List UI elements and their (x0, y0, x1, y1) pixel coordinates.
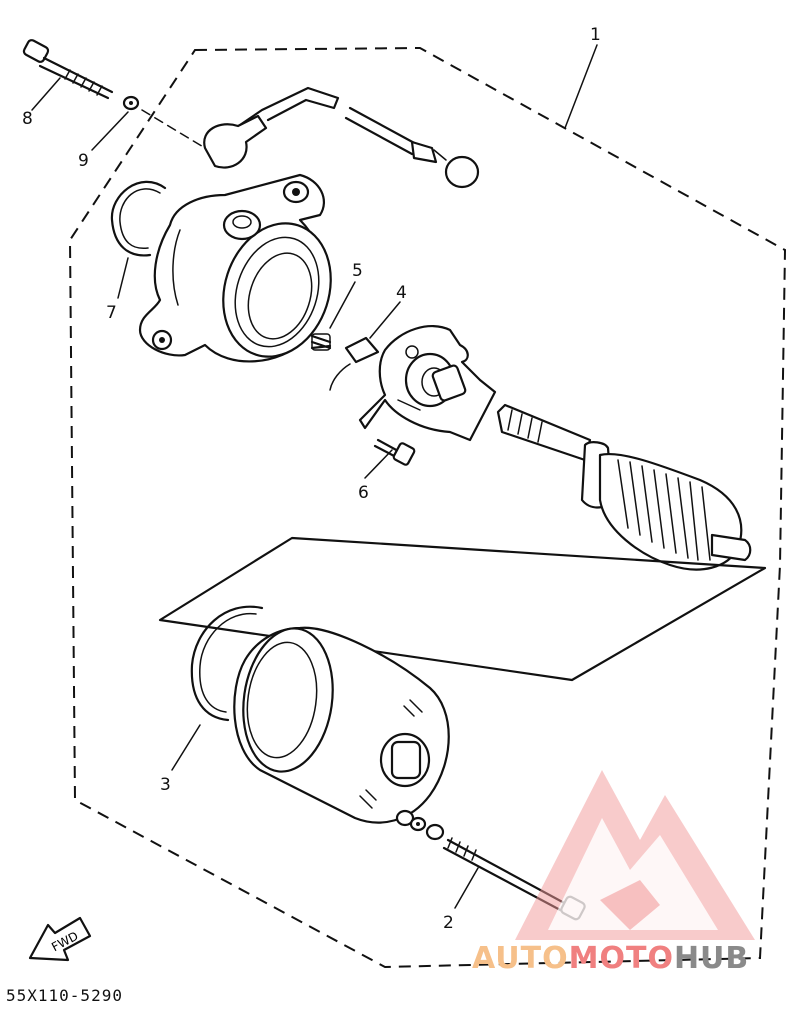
motor-yoke (233, 626, 450, 824)
brush-4 (329, 336, 380, 391)
watermark-logo (515, 770, 755, 940)
leader-2 (454, 867, 479, 909)
callout-8: 8 (22, 109, 33, 129)
leader-6 (364, 449, 393, 479)
callout-5: 5 (352, 261, 363, 281)
bolt-axis-line (141, 109, 206, 149)
brush-holder (358, 325, 497, 442)
leader-1 (564, 44, 598, 129)
assembly-boundary (68, 46, 787, 969)
watermark-part1: AUTO (472, 941, 569, 976)
callout-3: 3 (160, 775, 171, 795)
front-cover (138, 173, 332, 363)
callout-7: 7 (106, 303, 117, 323)
callout-4: 4 (396, 283, 407, 303)
screw-6 (373, 438, 416, 466)
leader-3 (171, 724, 201, 771)
bolt-8 (22, 39, 114, 100)
callout-1: 1 (590, 25, 601, 45)
brush-spring-5 (310, 333, 332, 351)
fwd-arrow: FWD (28, 916, 92, 962)
armature (496, 403, 752, 571)
gasket-outline (158, 536, 767, 682)
leader-8 (31, 77, 61, 111)
watermark-part2: MOTO (569, 941, 674, 976)
callout-9: 9 (78, 151, 89, 171)
lead-wire (203, 86, 480, 189)
leader-5 (329, 281, 356, 329)
callout-6: 6 (358, 483, 369, 503)
o-ring-7 (110, 180, 167, 257)
watermark-part3: HUB (674, 941, 749, 976)
diagram-code: 55X110-5290 (6, 986, 123, 1005)
leader-9 (91, 111, 129, 151)
leader-7 (117, 257, 129, 299)
callout-2: 2 (443, 913, 454, 933)
leader-4 (369, 301, 401, 339)
o-ring-3 (190, 605, 264, 722)
watermark-text: AUTOMOTOHUB (472, 941, 749, 976)
washers-set (395, 809, 445, 841)
